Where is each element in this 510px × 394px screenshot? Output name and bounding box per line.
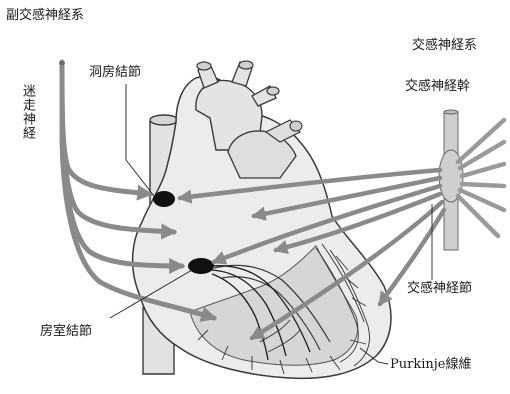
sympathetic-trunk (439, 110, 504, 250)
av-node (188, 258, 214, 274)
label-purkinje: Purkinje線維 (390, 358, 471, 371)
label-parasympathetic: 副交感神経系 (6, 9, 84, 22)
sa-node (153, 191, 175, 207)
label-vagus: 迷走神経 (21, 84, 34, 140)
label-sa-node: 洞房結節 (89, 66, 141, 79)
label-sympathetic-ganglion: 交感神経節 (407, 282, 472, 295)
label-sympathetic-trunk: 交感神経幹 (405, 80, 470, 93)
label-sympathetic: 交感神経系 (412, 39, 477, 52)
label-av-node: 房室結節 (40, 325, 92, 338)
